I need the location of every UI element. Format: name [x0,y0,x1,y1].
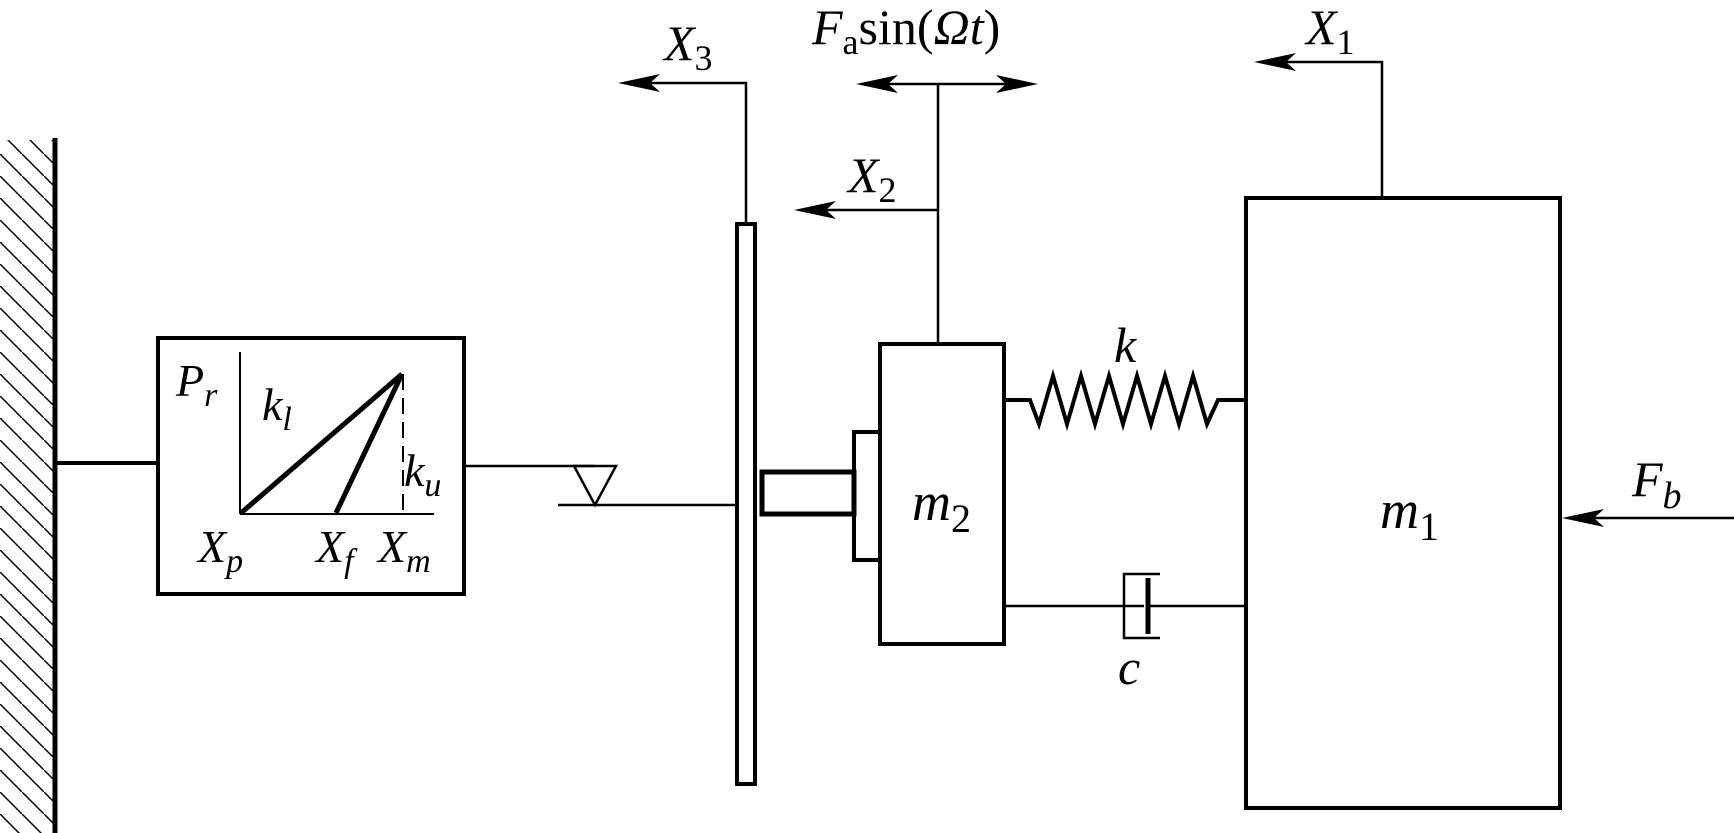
piston-flange [852,430,882,562]
pr-label: Pr [175,355,218,414]
gap-triangle-icon [571,464,619,508]
fb-label: Fb [1631,451,1682,517]
unloading-curve [333,372,405,515]
excitation-force-arrow [856,75,1038,93]
mass-m2 [878,342,1006,646]
spring-k-label: k [1114,317,1137,373]
x1-displacement-arrow [1254,53,1384,198]
wall-hatching [0,140,55,833]
kl-label: kl [262,379,292,438]
spring-k [1004,368,1246,432]
m1-label: m1 [1380,480,1439,549]
loading-curve [239,372,404,515]
x2-displacement-arrow [794,201,938,219]
xp-label: Xp [196,521,243,580]
fb-force-arrow [1562,509,1734,527]
xm-label: Xm [376,521,431,580]
fixed-wall [0,138,58,833]
m2-label: m2 [912,472,971,541]
x3-label: X3 [662,15,713,78]
xf-label: Xf [314,521,358,580]
excitation-force-label: Fasin(Ωt) [811,0,1000,62]
x2-label: X2 [846,147,897,210]
x1-label: X1 [1304,0,1355,62]
x3-displacement-arrow [618,74,748,224]
damper-c-label: c [1118,639,1140,695]
stiffness-characteristic-box: Pr kl ku Xp Xf Xm [156,336,466,596]
clutch-plate [735,222,757,786]
damper-c [1004,572,1246,640]
piston-rod [759,469,857,517]
ku-label: ku [404,445,441,504]
mass-m1 [1244,196,1562,810]
